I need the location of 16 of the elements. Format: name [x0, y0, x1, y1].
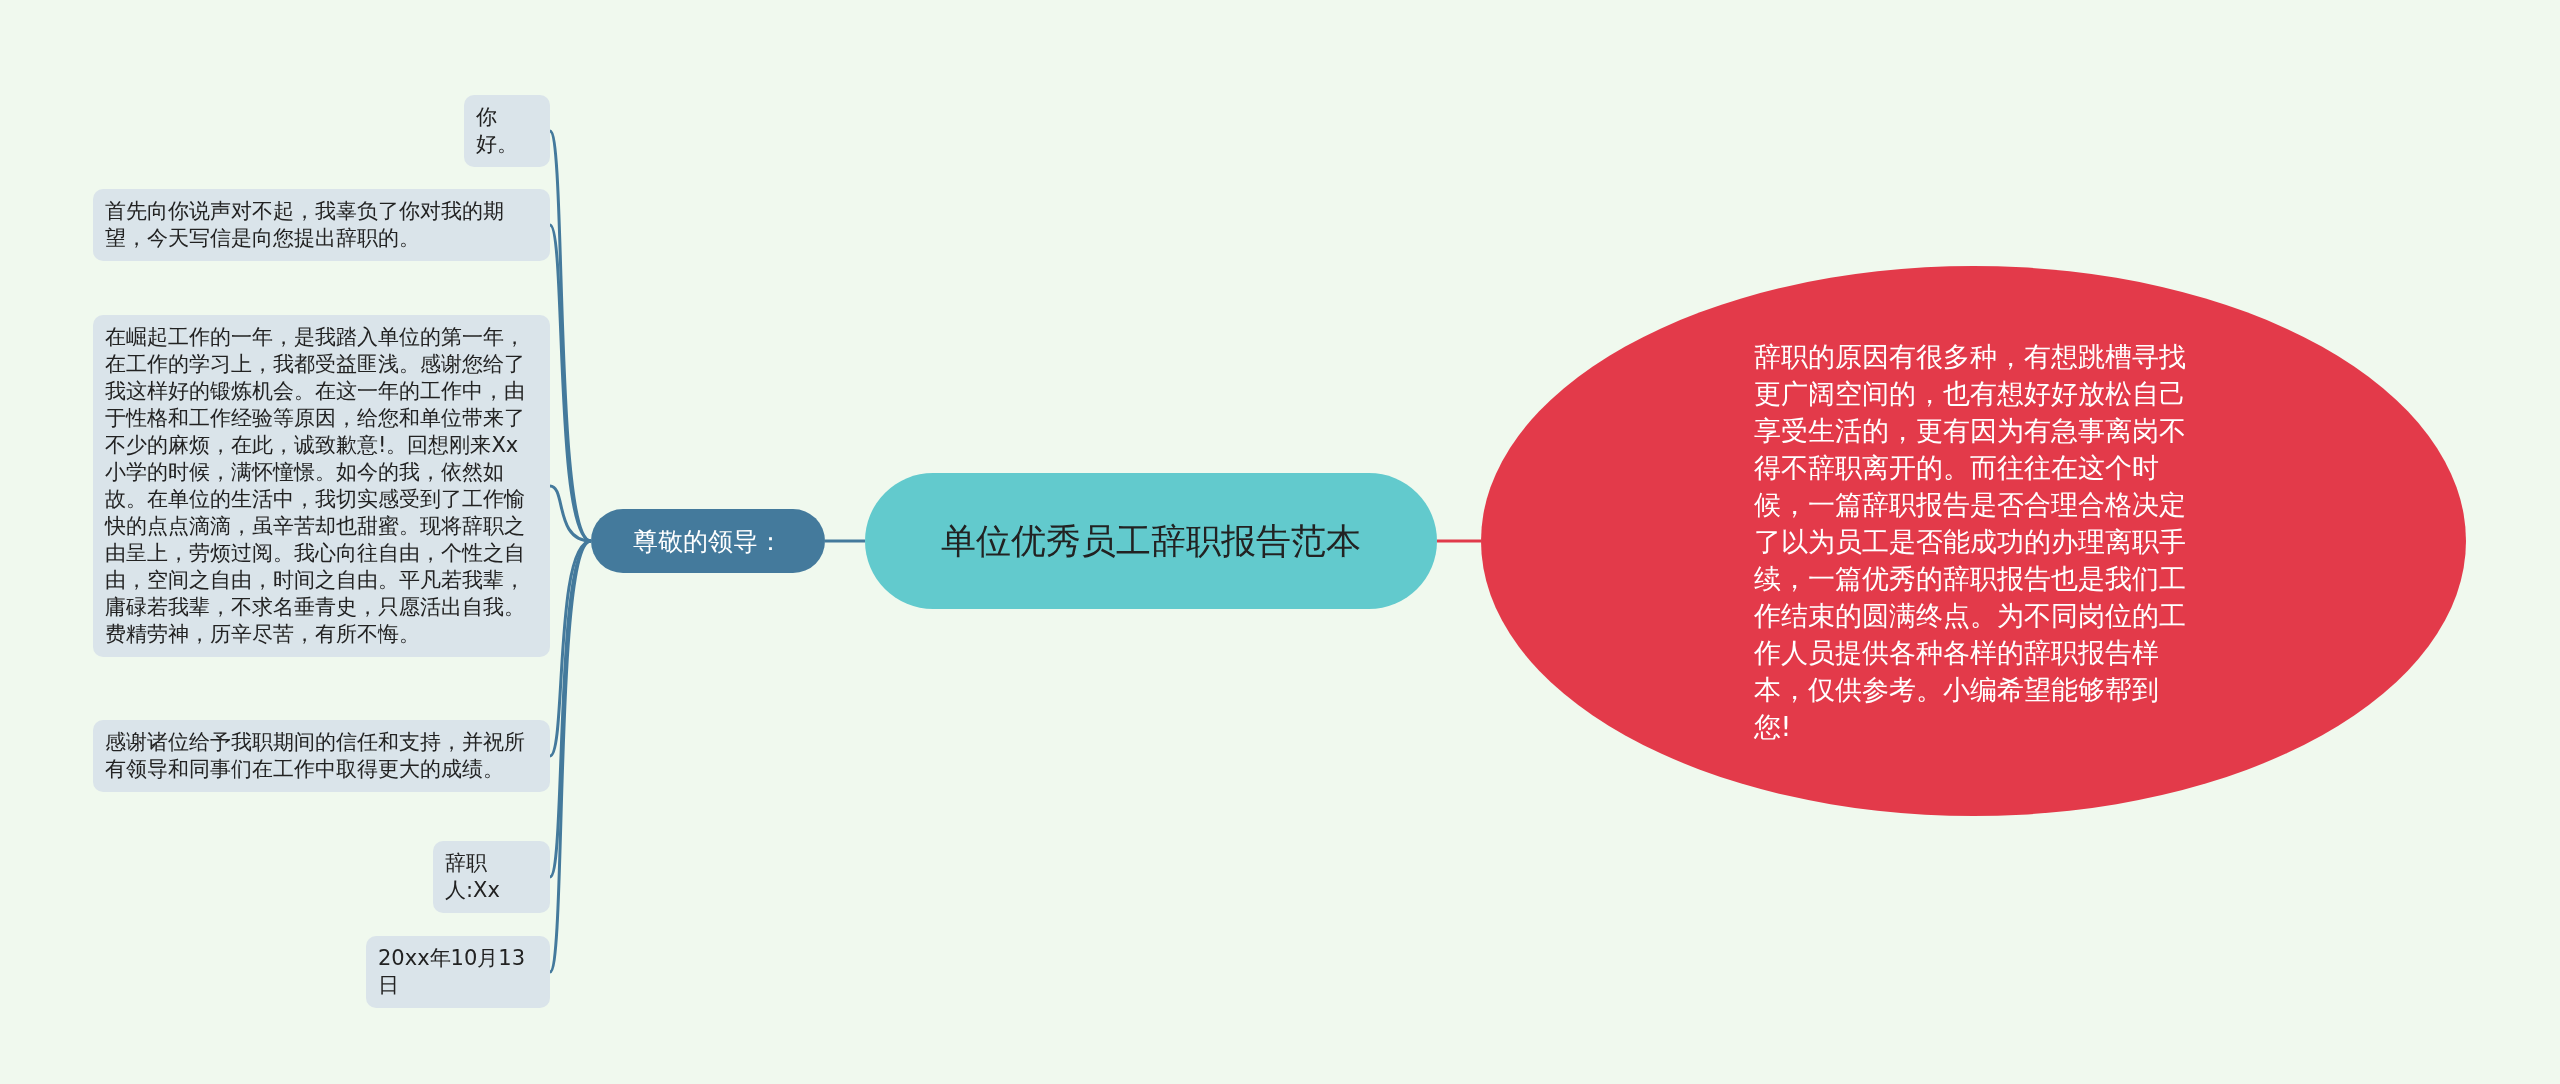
node-text: 感谢诸位给予我职期间的信任和支持，并祝所有领导和同事们在工作中取得更大的成绩。 — [105, 729, 526, 783]
node-text: 首先向你说声对不起，我辜负了你对我的期望，今天写信是向您提出辞职的。 — [105, 198, 505, 252]
node-text: 20xx年10月13日 — [378, 945, 527, 999]
leaf-box — [464, 95, 550, 167]
connector-line — [1437, 539, 1481, 543]
node-text: 辞职人:Xx — [445, 850, 501, 904]
leaf-box — [93, 720, 550, 792]
node-text: 辞职的原因有很多种，有想跳槽寻找更广阔空间的，也有想好好放松自己享受生活的，更有因为有急事离岗不得不辞职离开的。而往往在这个时候，一篇辞职报告是否合理合格决定了以为员工是否能成功的办理离职手续，一篇优秀的辞职报告也是我们工作结束的圆满终点。为不同岗位的工作人员提供各种各样的辞职报告样本，仅供参考。小编希望能够帮到您! — [1753, 339, 2187, 744]
node-text: 单位优秀员工辞职报告范本 — [941, 520, 1361, 563]
node-text: 在崛起工作的一年，是我踏入单位的第一年，在工作的学习上，我都受益匪浅。感谢您给了我这样好的锻炼机会。在这一年的工作中，由于性格和工作经验等原因，给您和单位带来了不少的麻烦，在此，诚致歉意!。回想刚来Xx小学的时候，满怀憧憬。如今的我，依然如故。在单位的生活中，我切实感受到了工作愉快的点点滴滴，虽辛苦却也甜蜜。现将辞职之由呈上，劳烦过阅。我心向往自由，个性之自由，空间之自由，时间之自由。平凡若我辈，庸碌若我辈，不求名垂青史，只愿活出自我。费精劳神，历辛尽苦，有所不悔。 — [105, 324, 526, 648]
connector-line — [825, 539, 865, 543]
leaf-box — [93, 189, 550, 261]
leaf-box — [366, 936, 550, 1008]
node-text: 尊敬的领导： — [633, 525, 783, 558]
node-text: 你好。 — [476, 104, 519, 158]
leaf-box — [433, 841, 550, 913]
